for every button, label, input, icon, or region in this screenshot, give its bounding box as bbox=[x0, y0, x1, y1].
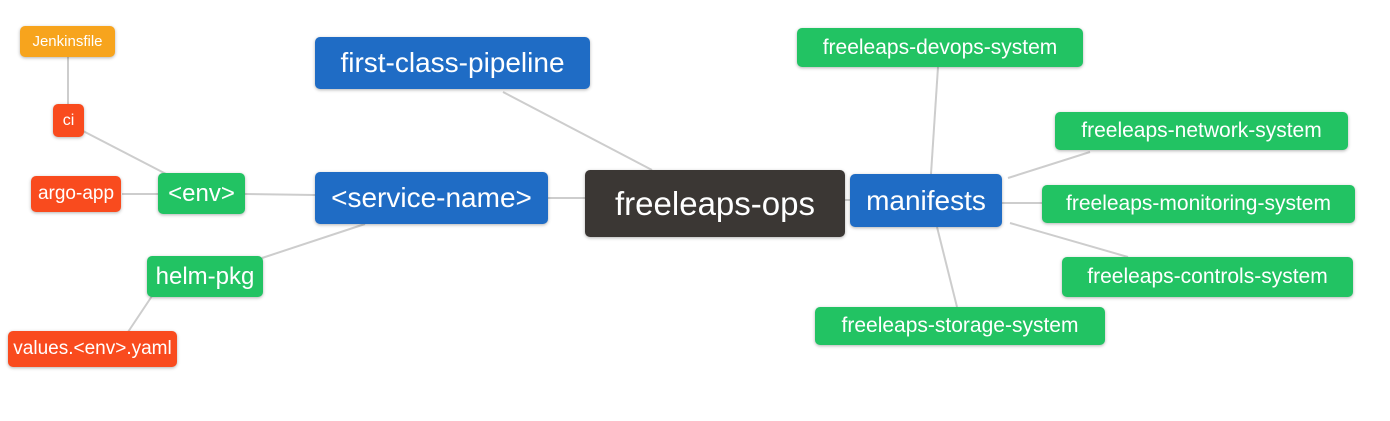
node-storage-system[interactable]: freeleaps-storage-system bbox=[815, 307, 1105, 345]
edge-helmpkg-values bbox=[127, 295, 153, 333]
node-helm-pkg[interactable]: helm-pkg bbox=[147, 256, 263, 297]
node-ci[interactable]: ci bbox=[53, 104, 84, 137]
edge-manifests-devops bbox=[930, 66, 939, 175]
edge-ci-env bbox=[82, 130, 171, 177]
edge-env-servicename bbox=[244, 193, 316, 196]
node-first-class-pipeline[interactable]: first-class-pipeline bbox=[315, 37, 590, 89]
node-network-system[interactable]: freeleaps-network-system bbox=[1055, 112, 1348, 150]
node-service-name[interactable]: <service-name> bbox=[315, 172, 548, 224]
node-controls-system[interactable]: freeleaps-controls-system bbox=[1062, 257, 1353, 297]
edge-manifests-network bbox=[1007, 151, 1091, 179]
edge-servicename-helmpkg bbox=[261, 223, 366, 259]
edge-manifests-controls bbox=[1009, 222, 1129, 258]
node-jenkinsfile[interactable]: Jenkinsfile bbox=[20, 26, 115, 57]
node-values-env-yaml[interactable]: values.<env>.yaml bbox=[8, 331, 177, 367]
node-manifests[interactable]: manifests bbox=[850, 174, 1002, 227]
node-devops-system[interactable]: freeleaps-devops-system bbox=[797, 28, 1083, 67]
node-env[interactable]: <env> bbox=[158, 173, 245, 214]
node-monitoring-system[interactable]: freeleaps-monitoring-system bbox=[1042, 185, 1355, 223]
edge-pipeline-freeleapsops bbox=[502, 91, 653, 171]
node-argo-app[interactable]: argo-app bbox=[31, 176, 121, 212]
edge-manifests-storage bbox=[936, 226, 958, 308]
node-freeleaps-ops[interactable]: freeleaps-ops bbox=[585, 170, 845, 237]
